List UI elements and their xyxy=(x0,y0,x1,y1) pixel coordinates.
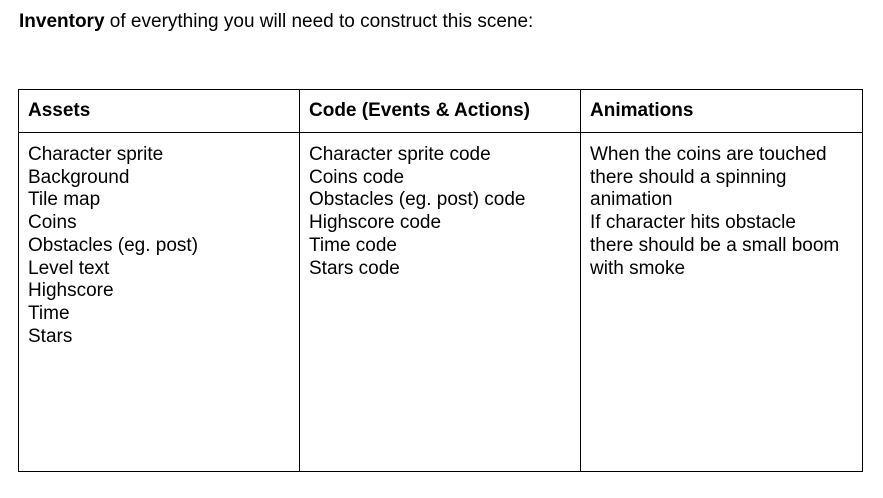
heading-text: of everything you will need to construct… xyxy=(104,11,534,32)
list-item: Time code xyxy=(309,234,397,256)
table-header-row: Assets Code (Events & Actions) Animation… xyxy=(18,89,863,133)
assets-cell: Character sprite Background Tile map Coi… xyxy=(18,132,300,472)
column-header-code: Code (Events & Actions) xyxy=(299,89,581,133)
column-header-animations: Animations xyxy=(580,89,863,133)
list-item: Tile map xyxy=(28,189,101,211)
animations-cell: When the coins are touched there should … xyxy=(580,132,863,472)
text-line: animation xyxy=(590,189,673,211)
document-heading: Inventory of everything you will need to… xyxy=(19,11,533,33)
text-line: with smoke xyxy=(590,257,686,279)
table-row: Character sprite Background Tile map Coi… xyxy=(18,132,863,472)
list-item: Stars code xyxy=(309,257,400,279)
list-item: Highscore xyxy=(28,280,114,302)
text-line: there should be a small boom xyxy=(590,234,840,256)
list-item: Character sprite code xyxy=(309,144,491,165)
text-line: When the coins are touched xyxy=(590,144,827,165)
list-item: Obstacles (eg. post) xyxy=(28,234,199,256)
code-cell: Character sprite code Coins code Obstacl… xyxy=(299,132,581,472)
list-item: Coins code xyxy=(309,166,405,188)
list-item: Coins xyxy=(28,212,77,234)
list-item: Obstacles (eg. post) code xyxy=(309,189,526,211)
text-line: If character hits obstacle xyxy=(590,212,796,234)
heading-bold-word: Inventory xyxy=(19,11,105,32)
list-item: Time xyxy=(28,302,70,324)
column-header-assets: Assets xyxy=(18,89,300,133)
list-item: Character sprite xyxy=(28,144,164,165)
inventory-table: Assets Code (Events & Actions) Animation… xyxy=(18,89,863,472)
list-item: Highscore code xyxy=(309,212,442,234)
text-line: there should a spinning xyxy=(590,166,787,188)
list-item: Stars xyxy=(28,325,73,347)
list-item: Level text xyxy=(28,257,110,279)
list-item: Background xyxy=(28,166,130,188)
